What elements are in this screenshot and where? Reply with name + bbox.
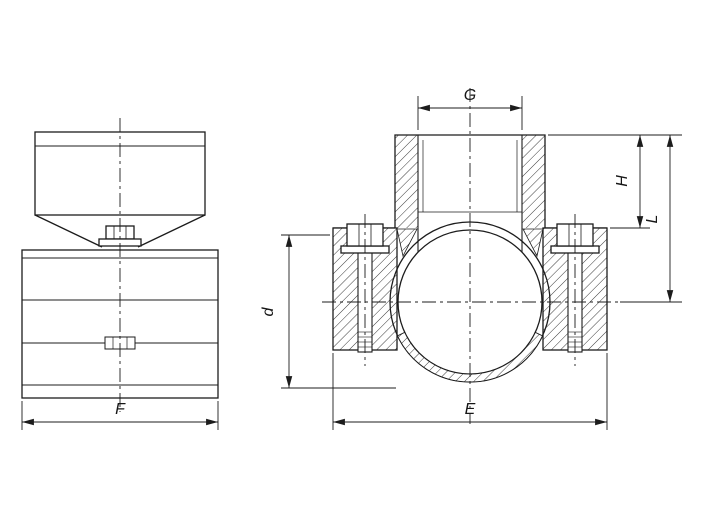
hood-slant-left [34,214,103,248]
left-view [21,118,219,412]
dimension-labels: G H L d E F [115,87,661,418]
centerlines [322,88,618,424]
wedge-hatch-right [522,228,544,258]
dimension-l [620,135,682,303]
dimension-e [332,353,608,430]
dimension-label-g: G [464,87,476,104]
dimension-label-h: H [614,175,631,187]
outlet-wall-hatch-left [395,135,418,228]
right-view [322,88,618,424]
dimension-d [281,234,396,389]
saddle-crescent-hatch [396,331,544,383]
dimension-annotations [21,96,682,430]
dimension-label-f: F [115,401,126,418]
outlet-outline [394,134,546,228]
hood-slant-right [137,214,206,248]
dimension-label-e: E [465,401,476,418]
dimension-f [21,401,219,430]
outlet-wall-hatch-right [522,135,545,228]
dimension-h [548,134,682,229]
dimension-g [417,96,523,130]
dimension-label-l: L [644,215,661,224]
dimension-label-d: d [260,306,277,316]
wedge-hatch-left [396,228,418,258]
